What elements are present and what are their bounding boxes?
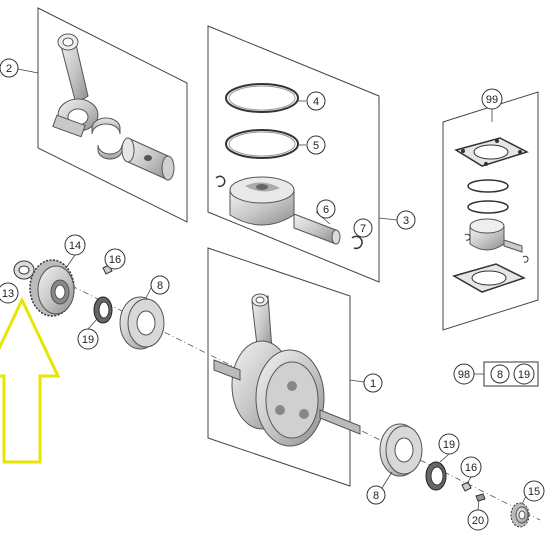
svg-text:19: 19 (443, 439, 455, 451)
woodruff-key-right-part[interactable] (461, 481, 472, 492)
svg-text:8: 8 (497, 369, 503, 381)
shaft-seal-right-part[interactable] (425, 461, 447, 491)
svg-text:14: 14 (69, 240, 81, 252)
piston-ring-second-part[interactable] (225, 129, 299, 159)
svg-text:98: 98 (458, 369, 470, 381)
svg-text:20: 20 (472, 515, 484, 527)
callout-5[interactable]: 5 (306, 135, 326, 155)
cylinder-gasket-part[interactable] (454, 137, 529, 167)
piston-ring-top-part[interactable] (225, 83, 299, 113)
svg-text:8: 8 (157, 280, 163, 292)
callout-14[interactable]: 14 (64, 234, 86, 256)
svg-text:13: 13 (2, 288, 14, 300)
base-gasket-part[interactable] (452, 263, 526, 293)
svg-text:3: 3 (403, 215, 409, 227)
callout-1[interactable]: 1 (363, 373, 383, 393)
callout-16-left[interactable]: 16 (104, 248, 126, 270)
up-arrow-icon (0, 296, 61, 464)
svg-text:1: 1 (370, 378, 376, 390)
piston-pin-part[interactable] (293, 213, 341, 245)
callout-98[interactable]: 98 (453, 363, 475, 385)
kit-panel (442, 91, 539, 331)
callout-20[interactable]: 20 (467, 509, 489, 531)
svg-text:19: 19 (82, 334, 94, 346)
crankshaft-panel (59, 247, 541, 521)
svg-text:4: 4 (313, 96, 319, 108)
callout-7[interactable]: 7 (353, 218, 373, 238)
connecting-rod-panel (17, 7, 188, 223)
callout-98-19[interactable]: 19 (513, 363, 535, 385)
svg-text:2: 2 (6, 63, 12, 75)
callout-19-left[interactable]: 19 (77, 328, 99, 350)
svg-text:99: 99 (486, 94, 498, 106)
callout-99[interactable]: 99 (481, 88, 503, 110)
svg-text:19: 19 (518, 369, 530, 381)
svg-text:15: 15 (528, 486, 540, 498)
washer-part[interactable] (13, 260, 35, 280)
kit-piston-rings-part[interactable] (467, 179, 509, 214)
main-bearing-left-part[interactable] (119, 296, 165, 350)
callout-8-left[interactable]: 8 (150, 275, 170, 295)
callout-15[interactable]: 15 (523, 480, 545, 502)
piston-part[interactable] (229, 176, 295, 226)
callout-8-right[interactable]: 8 (366, 485, 386, 505)
connecting-rod-part[interactable] (52, 33, 99, 138)
callout-4[interactable]: 4 (306, 91, 326, 111)
piston-panel (207, 25, 398, 283)
gear-right-part[interactable] (510, 502, 530, 528)
svg-text:6: 6 (323, 204, 329, 216)
callout-98-8[interactable]: 8 (490, 364, 510, 384)
svg-text:16: 16 (465, 462, 477, 474)
main-bearing-right-part[interactable] (379, 423, 423, 477)
shaft-seal-left-part[interactable] (93, 296, 113, 324)
callout-3[interactable]: 3 (396, 210, 416, 230)
primary-gear-part[interactable] (29, 259, 75, 317)
callout-19-right[interactable]: 19 (438, 433, 460, 455)
callout-2[interactable]: 2 (0, 58, 19, 78)
svg-text:7: 7 (360, 223, 366, 235)
piston-pin-bearing-part[interactable] (121, 137, 175, 181)
kit-piston-part[interactable] (464, 218, 529, 263)
spacer-part[interactable] (475, 493, 486, 502)
svg-text:5: 5 (313, 140, 319, 152)
circlip-part[interactable] (215, 175, 363, 250)
svg-text:8: 8 (373, 490, 379, 502)
callout-13[interactable]: 13 (0, 282, 19, 304)
callout-6[interactable]: 6 (316, 199, 336, 219)
leader-lines (65, 254, 527, 511)
callout-16-right[interactable]: 16 (460, 456, 482, 478)
svg-text:16: 16 (109, 254, 121, 266)
crankshaft-part[interactable] (213, 293, 361, 447)
rod-bearing-shells-part[interactable] (91, 117, 123, 160)
